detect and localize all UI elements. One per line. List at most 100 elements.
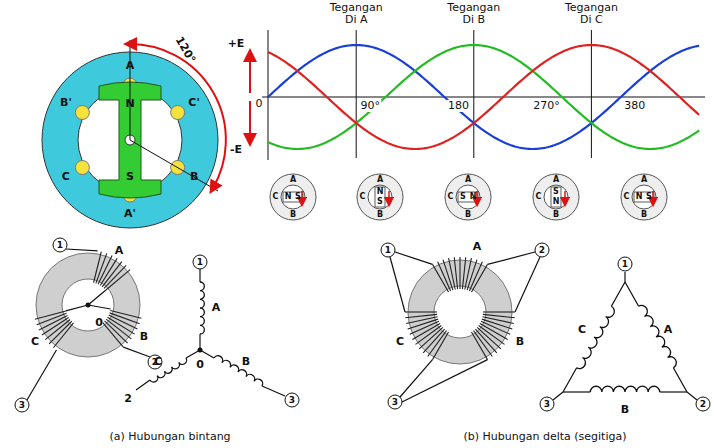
neutral-point bbox=[198, 348, 203, 353]
neutral-label: 0 bbox=[95, 317, 103, 329]
pole-label: S bbox=[295, 193, 301, 202]
coil-winding bbox=[477, 327, 501, 348]
wire bbox=[356, 30, 357, 158]
coil-winding bbox=[416, 326, 442, 345]
axis-label: +E bbox=[228, 38, 245, 50]
wire bbox=[123, 347, 150, 357]
wire bbox=[687, 392, 697, 400]
coil-winding bbox=[94, 252, 102, 283]
slot-label: A bbox=[465, 175, 471, 184]
slot-label: A bbox=[126, 60, 135, 72]
slot-label: B bbox=[290, 210, 296, 219]
wire bbox=[625, 282, 639, 306]
stator bbox=[357, 174, 403, 220]
current-arrow bbox=[564, 191, 566, 202]
terminal-number: 3 bbox=[285, 393, 300, 408]
angle-tick: 180 bbox=[447, 100, 470, 112]
slot-label: B bbox=[641, 210, 647, 219]
slot-label: B bbox=[190, 171, 198, 183]
coil-winding bbox=[106, 319, 131, 339]
coil-label: A bbox=[664, 324, 673, 336]
slot-label: A bbox=[553, 175, 559, 184]
rotor bbox=[634, 192, 654, 202]
terminal-number: 1 bbox=[618, 257, 633, 272]
angle-arc bbox=[130, 44, 226, 188]
wire bbox=[473, 30, 474, 158]
pole-label: S bbox=[553, 188, 559, 197]
coil-winding bbox=[475, 329, 496, 353]
rotor bbox=[375, 187, 385, 207]
coil-label: A bbox=[212, 302, 221, 314]
coil-winding bbox=[467, 260, 477, 290]
slot bbox=[75, 161, 89, 175]
coil-winding bbox=[105, 321, 128, 343]
amplitude-arrow bbox=[249, 101, 251, 140]
terminal-number: 1 bbox=[193, 255, 208, 270]
coil-symbol bbox=[200, 282, 204, 334]
wire bbox=[563, 368, 577, 392]
stator bbox=[270, 174, 316, 220]
coil-winding bbox=[462, 257, 465, 289]
coil-symbol bbox=[577, 306, 615, 368]
slot-label: A bbox=[377, 175, 383, 184]
coil-label: B bbox=[140, 331, 148, 343]
coil-winding bbox=[454, 257, 457, 289]
pole-label: N bbox=[553, 198, 560, 207]
coil-winding bbox=[103, 323, 124, 348]
caption: (b) Hubungan delta (segitiga) bbox=[464, 431, 627, 443]
wire bbox=[395, 252, 433, 264]
wire bbox=[136, 380, 150, 390]
slot-label: C bbox=[273, 193, 279, 202]
wire bbox=[400, 360, 433, 397]
coil-winding bbox=[459, 257, 460, 289]
stator-bore bbox=[544, 185, 568, 209]
wire bbox=[611, 282, 625, 306]
terminal-number: 3 bbox=[540, 397, 555, 412]
rotor bbox=[458, 192, 478, 202]
coil-winding bbox=[42, 318, 69, 335]
axis-label: 0 bbox=[256, 98, 263, 110]
ring-core bbox=[434, 286, 486, 338]
slot bbox=[171, 106, 185, 120]
pole-label: N bbox=[470, 193, 477, 202]
coil-winding bbox=[102, 262, 122, 287]
phase-label: Tegangan Di B bbox=[446, 2, 502, 26]
stator bbox=[621, 174, 667, 220]
rotor bbox=[551, 187, 561, 207]
coil-winding bbox=[449, 258, 456, 289]
wire bbox=[27, 350, 56, 400]
axis-label: -E bbox=[230, 144, 242, 156]
pole-label: S bbox=[377, 198, 383, 207]
coil-winding bbox=[482, 319, 512, 329]
coil-winding bbox=[433, 264, 449, 292]
wire bbox=[88, 290, 106, 305]
stator-bore bbox=[368, 185, 392, 209]
coil-winding bbox=[110, 311, 141, 319]
stator-bore bbox=[281, 185, 305, 209]
wire bbox=[563, 391, 590, 392]
wire bbox=[673, 368, 687, 392]
wire bbox=[660, 391, 687, 392]
wire bbox=[390, 257, 405, 312]
coil-label: A bbox=[473, 241, 482, 253]
rotor bbox=[283, 192, 303, 202]
pole-label: N bbox=[377, 188, 384, 197]
current-arrow bbox=[388, 191, 390, 202]
phase-label: Tegangan Di C bbox=[563, 2, 619, 26]
slot-label: A bbox=[641, 175, 647, 184]
neutral-point bbox=[86, 303, 91, 308]
angle-tick: 90° bbox=[359, 100, 381, 112]
coil-winding bbox=[104, 265, 126, 288]
phase-label: Tegangan Di A bbox=[328, 2, 384, 26]
current-arrow bbox=[301, 191, 303, 202]
pole-label: N bbox=[636, 193, 643, 202]
slot-label: C' bbox=[188, 97, 199, 109]
coil-winding bbox=[482, 317, 513, 324]
stator bbox=[445, 174, 491, 220]
coil-label: B bbox=[516, 336, 524, 348]
rotor-position-icons bbox=[270, 174, 667, 220]
pole-label: S bbox=[460, 193, 466, 202]
current-arrow bbox=[652, 191, 654, 202]
coil-winding bbox=[483, 311, 515, 312]
caption: (a) Hubungan bintang bbox=[109, 431, 230, 443]
